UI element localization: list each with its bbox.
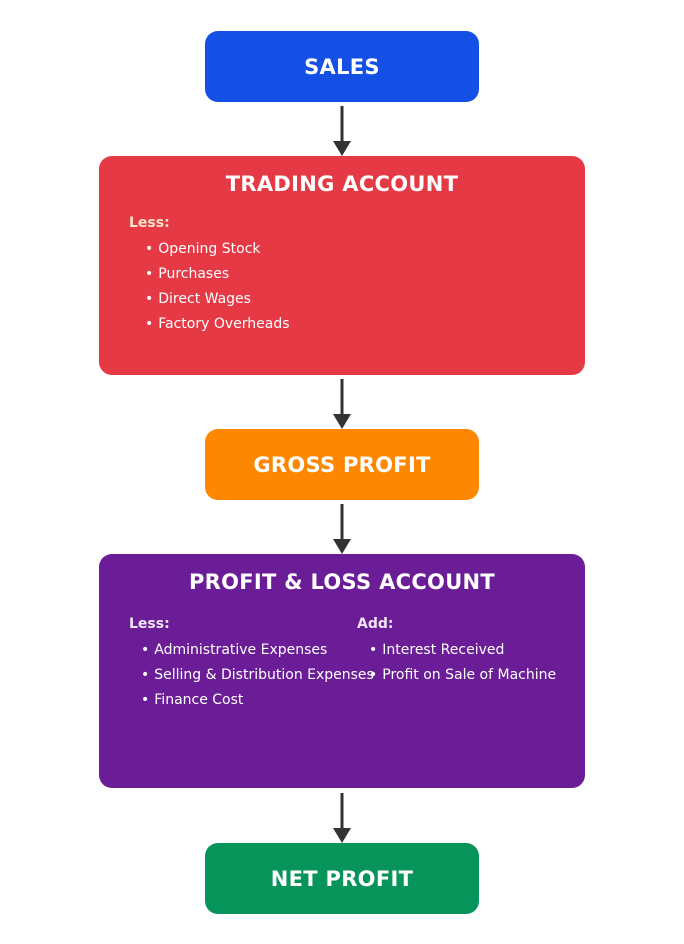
trading-less-item: •Opening Stock [145, 241, 261, 257]
trading-less-item: •Factory Overheads [145, 316, 290, 332]
arrow-sales-to-trading [333, 106, 351, 156]
pl-less-item: •Administrative Expenses [141, 642, 328, 658]
arrow-gross-to-pl [333, 504, 351, 554]
trading-less-label: Less: [129, 215, 170, 231]
gross-profit-title: GROSS PROFIT [253, 452, 431, 477]
gross-profit-box: GROSS PROFIT [205, 429, 479, 500]
net-profit-box: NET PROFIT [205, 843, 479, 914]
profit-loss-account-title: PROFIT & LOSS ACCOUNT [188, 570, 496, 594]
pl-add-item: •Profit on Sale of Machine [369, 667, 557, 683]
net-profit-title: NET PROFIT [270, 866, 414, 891]
pl-less-label: Less: [129, 616, 170, 632]
arrow-pl-to-net [333, 793, 351, 843]
trading-less-item: •Purchases [145, 266, 230, 282]
trading-less-item: •Direct Wages [145, 291, 251, 307]
sales-title: SALES [304, 54, 380, 79]
trading-account-box: TRADING ACCOUNT Less: •Opening Stock •Pu… [99, 156, 585, 375]
arrow-trading-to-gross [333, 379, 351, 429]
pl-less-item: •Finance Cost [141, 692, 244, 708]
profit-loss-account-box: PROFIT & LOSS ACCOUNT Less: •Administrat… [99, 554, 585, 788]
pl-add-label: Add: [357, 616, 394, 632]
pl-less-item: •Selling & Distribution Expenses [141, 667, 374, 683]
pl-add-item: •Interest Received [369, 642, 505, 658]
trading-account-title: TRADING ACCOUNT [225, 172, 459, 196]
sales-box: SALES [205, 31, 479, 102]
